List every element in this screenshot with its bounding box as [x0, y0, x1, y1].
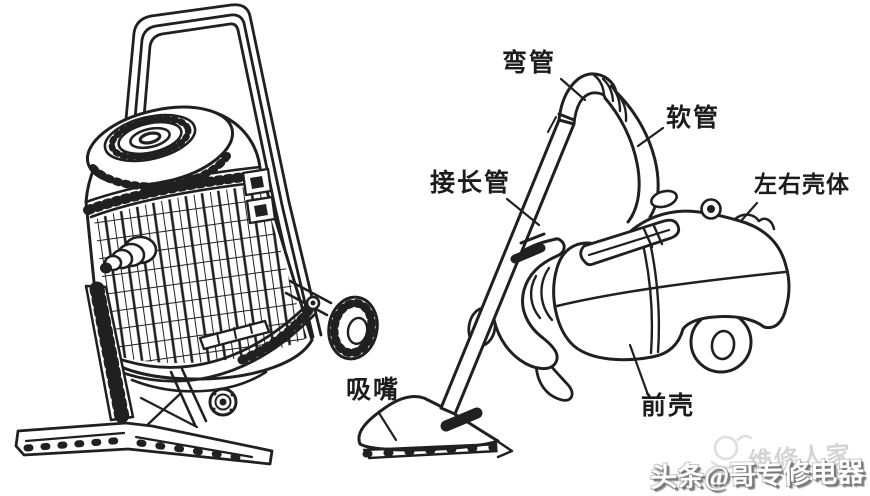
canister-body [552, 189, 791, 362]
cart-vacuum-drawing [14, 3, 379, 466]
leader-hose [636, 126, 665, 148]
cart-drum-ribs [94, 185, 307, 364]
watermark-main-text: 头条@哥专修电器 [649, 457, 865, 493]
label-front-shell: 前壳 [641, 393, 696, 420]
canister-shell-seam [640, 236, 661, 355]
leader-front-shell [628, 343, 649, 394]
cart-latches [241, 167, 277, 225]
cart-caster-wheel [208, 387, 238, 417]
cart-hose-coil [100, 235, 158, 274]
floor-nozzle [357, 395, 514, 460]
leader-extension-pipe [505, 197, 541, 227]
leader-suction-nozzle [377, 411, 398, 442]
label-extension-pipe: 接长管 [430, 170, 512, 197]
cart-side-wheel [284, 279, 379, 361]
cart-struts [139, 367, 208, 431]
leader-left-right-shell [739, 201, 759, 223]
canister-mid-crease [555, 270, 787, 308]
canister-vacuum-drawing [357, 72, 791, 460]
extension-wand [439, 112, 576, 432]
wand-lower-collar [440, 407, 483, 432]
label-suction-nozzle: 吸嘴 [346, 377, 401, 404]
label-leader-lines [377, 77, 759, 442]
cart-base-plate [14, 421, 274, 466]
cart-name-plate [198, 319, 271, 351]
leader-bent-pipe [559, 77, 587, 102]
cart-handle [123, 3, 323, 340]
bent-pipe-elbow [547, 72, 628, 133]
rear-wheel [689, 310, 753, 374]
cart-support-column [84, 281, 135, 425]
wand-mid-collar [510, 243, 546, 264]
wand-upper-ring [557, 112, 576, 122]
canister-rear-notch [733, 213, 776, 231]
cart-bottom-rim [102, 300, 316, 393]
watermark-doodle [710, 434, 753, 470]
label-left-right-shell: 左右壳体 [754, 172, 850, 197]
cart-lid [85, 105, 235, 191]
label-bent-pipe: 弯管 [502, 50, 557, 77]
label-hose: 软管 [666, 105, 721, 132]
hose-port-oval [650, 189, 678, 209]
